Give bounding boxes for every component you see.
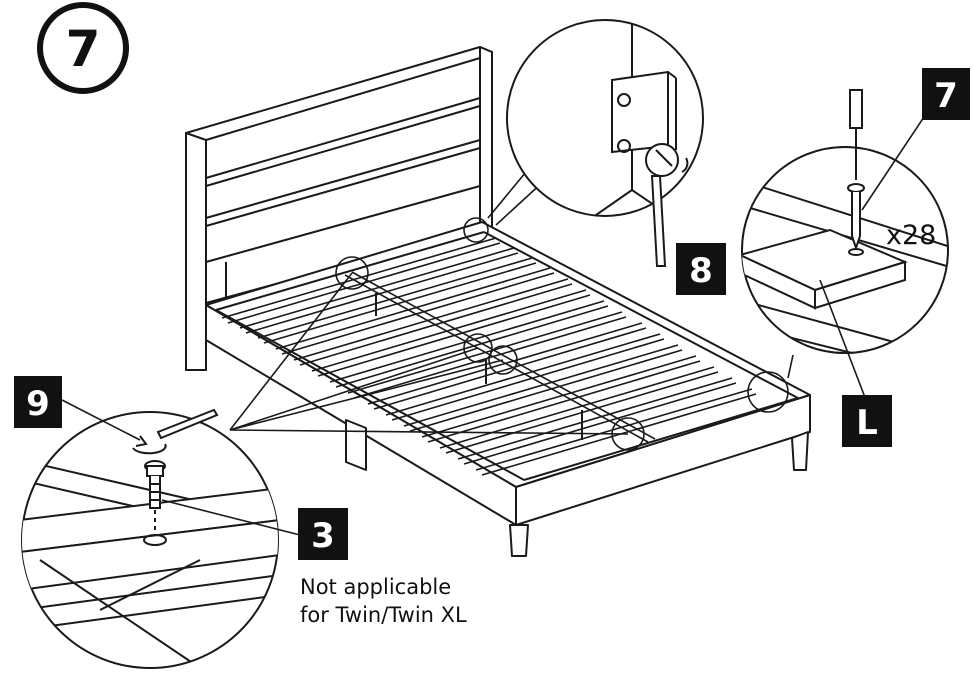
screw-icon <box>847 89 865 256</box>
part-label-hex-key-text: 8 <box>689 251 713 291</box>
part-label-slat: L <box>842 395 892 447</box>
applicability-note: Not applicable for Twin/Twin XL <box>300 575 467 627</box>
wrench-icon <box>132 408 219 455</box>
part-label-bolt: 3 <box>298 508 348 560</box>
bolt-icon <box>144 460 166 509</box>
leader-line-wrench <box>61 399 141 441</box>
callout-slat-screw-detail: x28 <box>741 89 949 401</box>
bed-legs <box>345 293 809 557</box>
hex-key-icon <box>645 143 689 267</box>
part-label-wrench: 9 <box>14 376 62 428</box>
part-label-hex-key: 8 <box>676 243 726 295</box>
leader-line-slat <box>819 279 867 401</box>
step-number: 7 <box>66 20 101 78</box>
callout-bracket-detail <box>506 19 704 267</box>
part-label-screw: 7 <box>922 68 970 120</box>
part-label-screw-text: 7 <box>934 76 958 116</box>
bed-frame <box>185 46 811 557</box>
quantity-label: x28 <box>886 220 936 251</box>
headboard <box>185 46 493 371</box>
part-label-slat-text: L <box>856 403 878 443</box>
leader-line-screw <box>861 107 931 211</box>
part-label-wrench-text: 9 <box>26 384 50 424</box>
note-line-2: for Twin/Twin XL <box>300 603 467 627</box>
note-line-1: Not applicable <box>300 575 451 599</box>
leader-line-bolt <box>161 499 301 536</box>
step-badge: 7 <box>37 2 129 94</box>
part-label-bolt-text: 3 <box>311 516 335 556</box>
callout-bolt-detail <box>21 399 301 669</box>
